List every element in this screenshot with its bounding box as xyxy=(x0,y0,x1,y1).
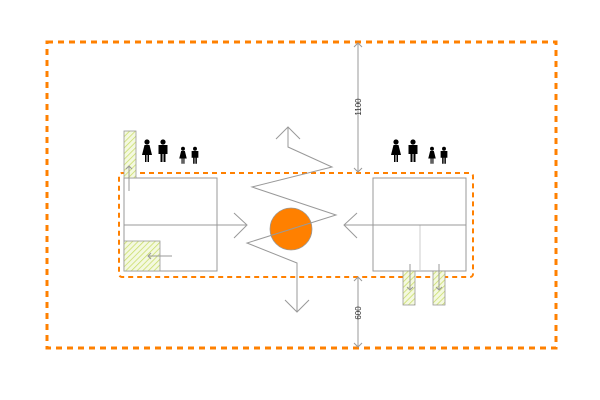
dimension-top-label: 1100 xyxy=(354,98,363,116)
person-male-icon xyxy=(408,139,418,162)
left-hatched-outlet xyxy=(123,130,137,179)
child-male-icon xyxy=(440,146,448,164)
inner-zone-boundary xyxy=(118,172,474,278)
right-hatched-outlet-1 xyxy=(402,270,416,306)
exhaust-up-arrow-icon xyxy=(275,126,301,140)
people-group-left xyxy=(142,139,199,164)
dimension-top: 1100 xyxy=(353,42,363,173)
down-arrow-icon xyxy=(406,264,443,291)
dimension-bottom-label: 600 xyxy=(354,306,363,320)
people-group-right xyxy=(391,139,448,164)
child-female-icon xyxy=(179,146,187,164)
left-arrow-icon xyxy=(147,252,172,260)
person-female-icon xyxy=(391,139,401,162)
outer-zone-boundary xyxy=(45,40,558,350)
exhaust-down-arrow-icon xyxy=(284,299,310,313)
airflow-zigzag xyxy=(245,127,338,312)
supply-flow-arrow xyxy=(124,212,248,239)
child-female-icon xyxy=(428,146,436,164)
child-male-icon xyxy=(191,146,199,164)
up-arrow-icon xyxy=(125,165,133,191)
person-male-icon xyxy=(158,139,168,162)
extract-flow-arrow xyxy=(343,212,466,239)
person-female-icon xyxy=(142,139,152,162)
dimension-bottom: 600 xyxy=(353,276,363,348)
